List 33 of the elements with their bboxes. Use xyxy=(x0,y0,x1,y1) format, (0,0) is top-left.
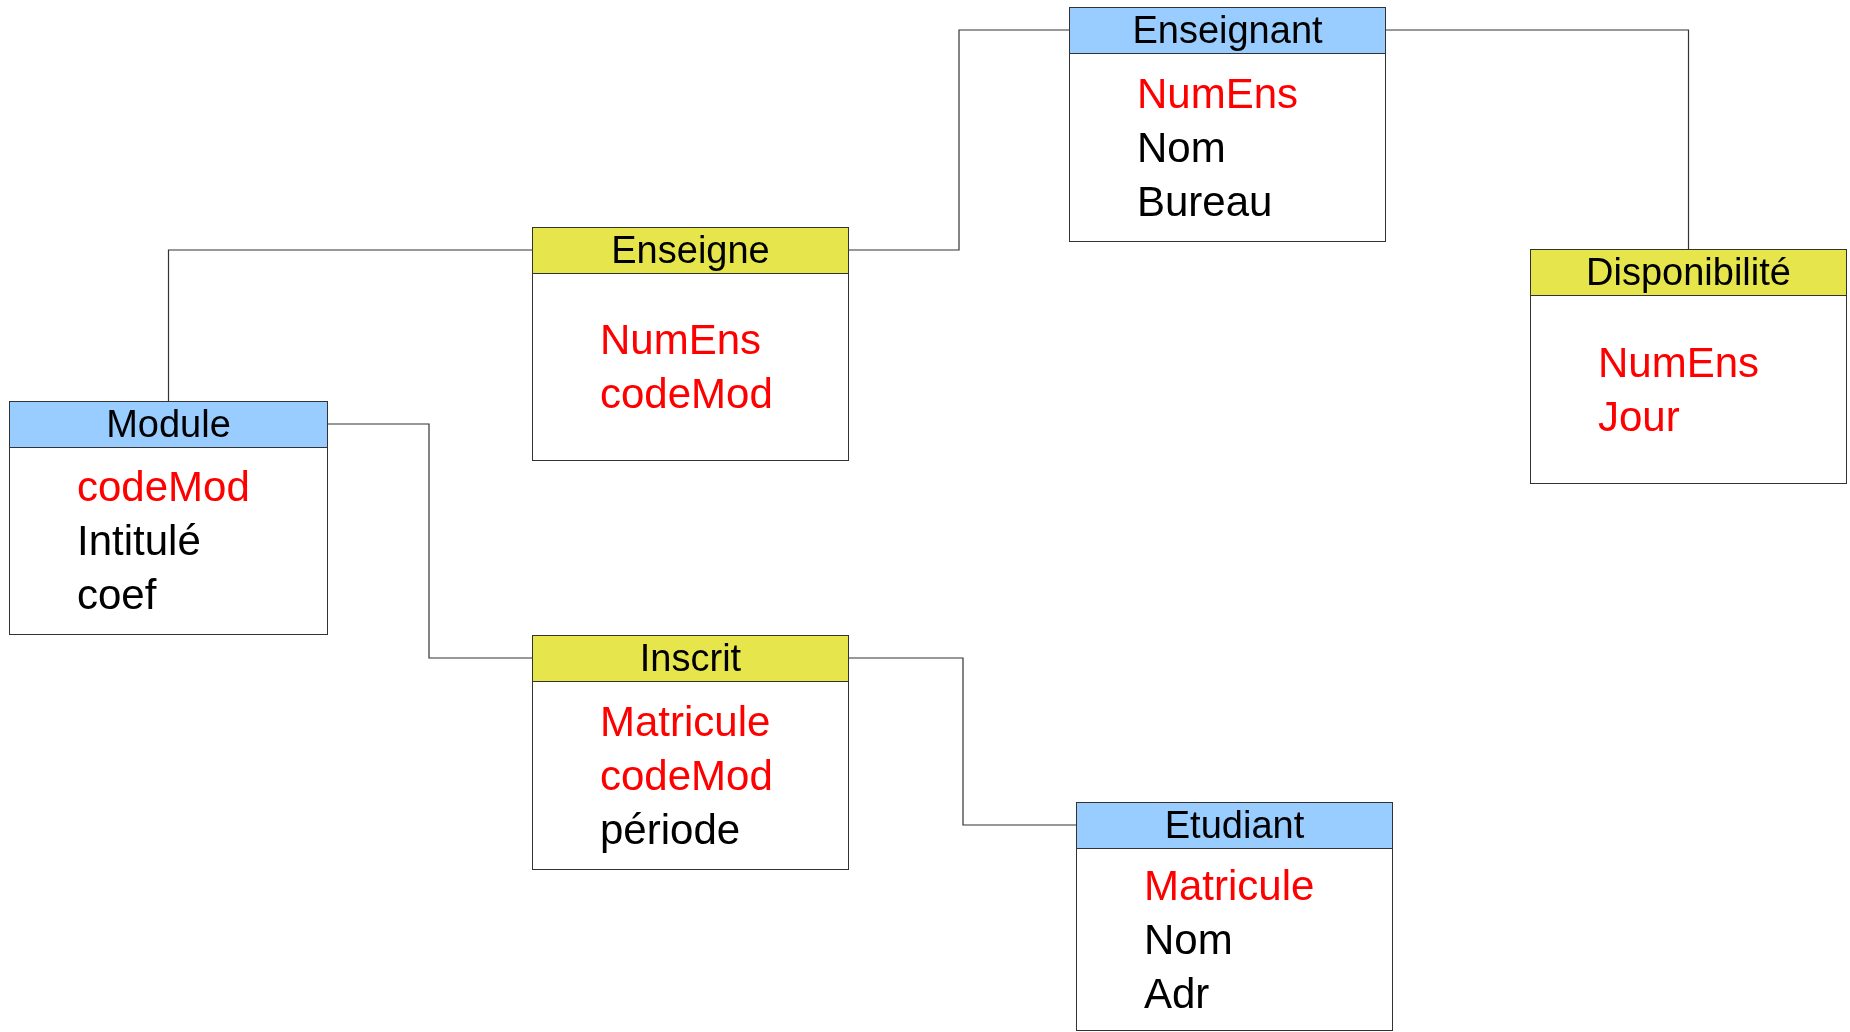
attribute: coef xyxy=(77,570,157,620)
relation-table xyxy=(1530,249,1847,484)
relation-table xyxy=(532,227,849,461)
attribute: Nom xyxy=(1144,914,1233,965)
connector-line xyxy=(1385,29,1690,250)
key-attribute: Jour xyxy=(1598,391,1680,442)
table-header: Module xyxy=(10,402,327,448)
key-attribute: Matricule xyxy=(600,696,771,747)
attribute: période xyxy=(600,804,741,855)
entity-table xyxy=(1069,7,1386,242)
entity-table xyxy=(9,401,328,635)
entity-table xyxy=(1076,802,1393,1031)
table-header: Enseigne xyxy=(533,228,848,274)
key-attribute: NumEns xyxy=(1137,68,1299,119)
connector-line xyxy=(848,657,1077,826)
connector-line xyxy=(327,423,533,659)
key-attribute: Matricule xyxy=(1144,860,1315,911)
table-header: Inscrit xyxy=(533,636,848,682)
table-header: Enseignant xyxy=(1070,8,1385,54)
key-attribute: NumEns xyxy=(1598,337,1760,388)
attribute: Nom xyxy=(1137,122,1226,173)
key-attribute: codeMod xyxy=(600,369,773,419)
key-attribute: NumEns xyxy=(600,315,762,365)
key-attribute: codeMod xyxy=(77,462,250,512)
connector-line xyxy=(848,29,1070,251)
table-header: Disponibilité xyxy=(1531,250,1846,296)
connector-line xyxy=(167,249,533,402)
attribute: Adr xyxy=(1144,968,1210,1019)
relation-table xyxy=(532,635,849,870)
key-attribute: codeMod xyxy=(600,750,773,801)
attribute: Intitulé xyxy=(77,516,201,566)
table-header: Etudiant xyxy=(1077,803,1392,849)
attribute: Bureau xyxy=(1137,176,1273,227)
